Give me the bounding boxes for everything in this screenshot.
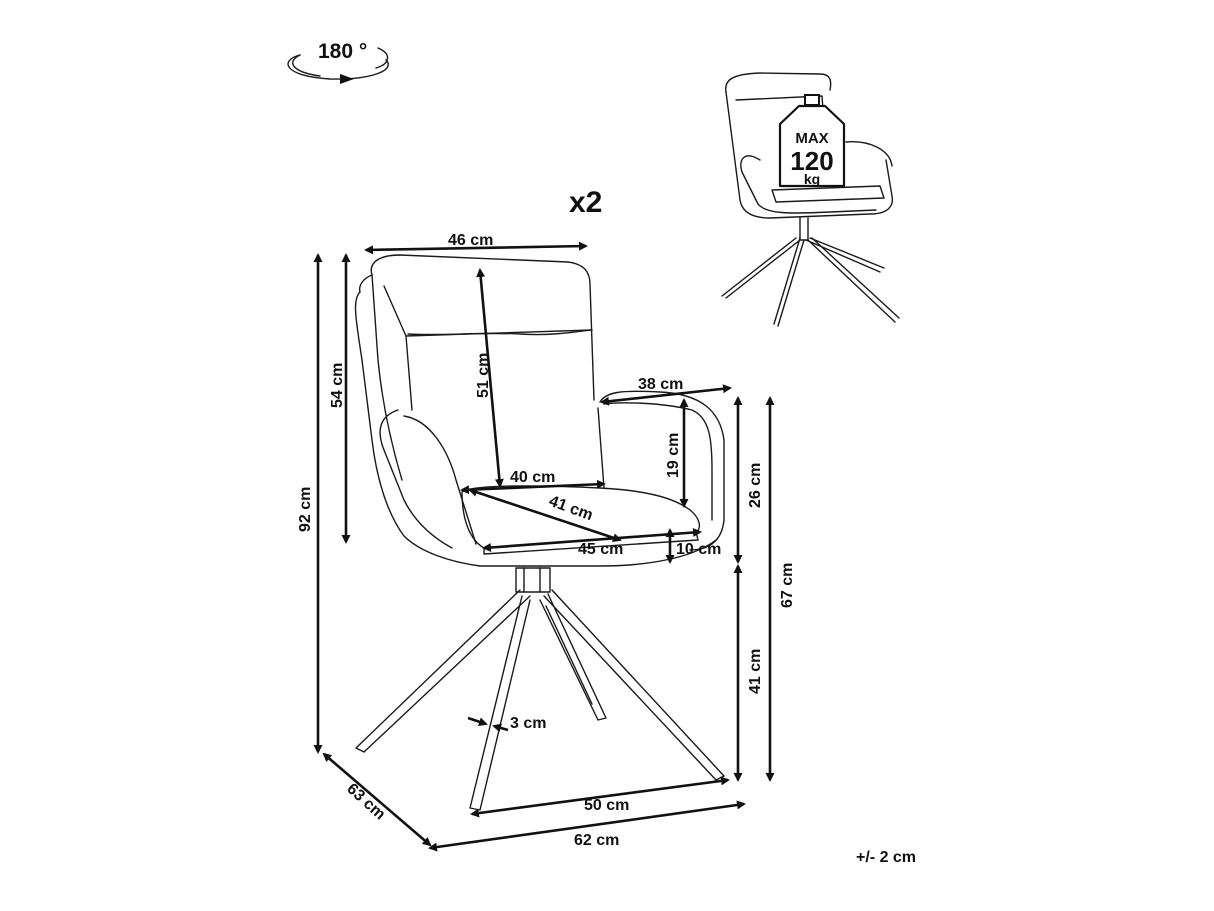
- max-load-line1: MAX: [795, 130, 828, 147]
- dim-width-top: 46 cm: [448, 232, 493, 249]
- dim-upper-height: 26 cm: [747, 463, 764, 508]
- dim-armrest-depth: 38 cm: [638, 376, 683, 393]
- dim-base-inner: 50 cm: [584, 797, 629, 814]
- dim-base-width: 62 cm: [574, 832, 619, 849]
- dim-seat-width: 40 cm: [510, 469, 555, 486]
- max-load-line2: 120: [790, 146, 833, 176]
- dim-seat-thickness: 10 cm: [676, 541, 721, 558]
- quantity-label: x2: [569, 186, 602, 219]
- small-chair-illustration: [721, 72, 900, 327]
- dim-arm-height: 67 cm: [779, 563, 796, 608]
- dim-leg-thickness: 3 cm: [510, 715, 546, 732]
- dim-seat-depth: 41 cm: [547, 493, 595, 524]
- max-load-line3: kg: [804, 171, 820, 187]
- weight-icon: [778, 94, 846, 188]
- dim-seat-front: 45 cm: [578, 541, 623, 558]
- dim-back-inner: 51 cm: [475, 353, 492, 398]
- dim-leg-height: 41 cm: [747, 649, 764, 694]
- dim-height-total: 92 cm: [297, 487, 314, 532]
- dim-armrest-height: 19 cm: [665, 433, 682, 478]
- rotation-label: 180 °: [318, 40, 367, 63]
- rotate-180-icon: [287, 47, 389, 84]
- dim-height-back: 54 cm: [329, 363, 346, 408]
- dimension-lines: [313, 241, 775, 852]
- tolerance-note: +/- 2 cm: [856, 849, 916, 866]
